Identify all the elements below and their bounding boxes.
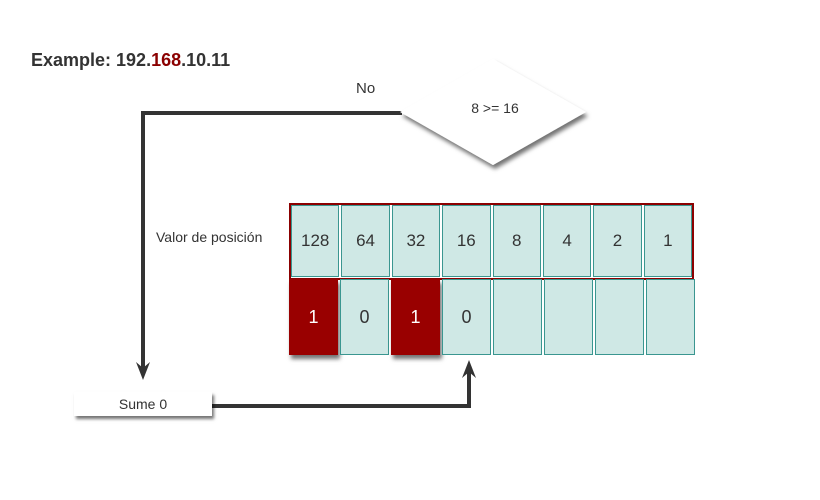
place-value-cell: 1 [643,205,692,277]
bit-cell [493,279,542,355]
place-value-row: 128 64 32 16 8 4 2 1 [289,203,694,280]
bit-cell [646,279,695,355]
place-value-cell: 8 [492,205,541,277]
place-value-cell: 128 [291,205,340,277]
place-value-cell: 2 [593,205,642,277]
bit-cell [544,279,593,355]
add-zero-box: Sume 0 [74,392,212,416]
place-value-cell: 64 [341,205,390,277]
place-value-label: Valor de posición [156,229,263,245]
place-value-cell: 16 [442,205,491,277]
place-value-cell: 32 [391,205,441,277]
decision-condition: 8 >= 16 [471,100,519,116]
bit-cell: 1 [289,279,338,355]
title-prefix: Example: 192. [31,50,152,70]
title-highlight-octet: 168 [151,50,182,70]
bit-cell: 0 [340,279,389,355]
no-branch-label: No [356,80,376,97]
decision-diamond [400,59,586,165]
bit-cell: 0 [442,279,491,355]
bit-cell: 1 [391,279,440,355]
place-value-cell: 4 [542,205,592,277]
bit-row: 1 0 1 0 [289,279,697,355]
example-title: Example: 192.168.10.11 [31,50,230,71]
bit-cell [595,279,644,355]
binary-grid: 128 64 32 16 8 4 2 1 1 0 1 0 [289,203,697,355]
title-suffix: .10.11 [181,50,231,70]
